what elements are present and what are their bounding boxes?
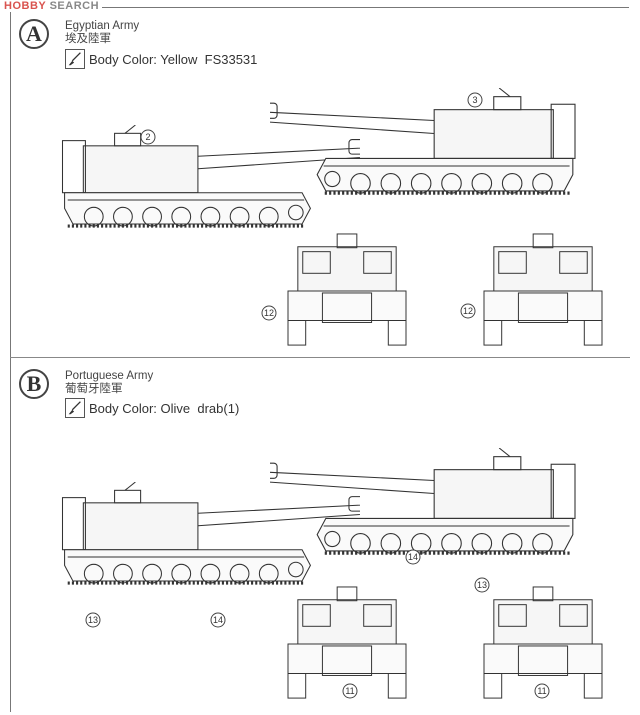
section-letter-badge: B	[19, 369, 49, 399]
svg-text:11: 11	[537, 686, 546, 696]
callout-3: 3	[467, 92, 483, 108]
callout-14-left: 14	[210, 612, 226, 628]
svg-text:12: 12	[264, 308, 274, 318]
paintbrush-icon	[65, 398, 85, 418]
svg-text:2: 2	[145, 132, 150, 142]
svg-text:14: 14	[213, 615, 223, 625]
army-name: Portuguese Army 葡萄牙陸軍	[65, 370, 153, 396]
body-color-row: Body Color: Olive drab(1)	[65, 398, 239, 418]
army-name-chinese: 葡萄牙陸軍	[65, 383, 123, 395]
svg-text:11: 11	[345, 686, 354, 696]
section-a: A Egyptian Army 埃及陸軍 Body Color: Yellow …	[0, 0, 640, 355]
svg-text:12: 12	[463, 306, 473, 316]
section-divider	[10, 357, 630, 358]
army-name-english: Egyptian Army	[65, 20, 140, 32]
logo-part1: HOBBY	[4, 0, 47, 12]
army-name-chinese: 埃及陸軍	[65, 33, 111, 45]
callout-12-rear: 12	[261, 305, 277, 321]
section-b: B Portuguese Army 葡萄牙陸軍 Body Color: Oliv…	[0, 360, 640, 715]
callout-11-rear: 11	[342, 683, 358, 699]
callout-13-right: 13	[474, 577, 490, 593]
callout-2: 2	[140, 129, 156, 145]
army-name-english: Portuguese Army	[65, 370, 154, 382]
body-color-label: Body Color: Olive drab(1)	[89, 400, 240, 416]
page-frame	[10, 7, 629, 712]
army-name: Egyptian Army 埃及陸軍	[65, 20, 139, 46]
callout-12-front: 12	[460, 303, 476, 319]
svg-text:13: 13	[88, 615, 98, 625]
callout-14-right: 14	[405, 549, 421, 565]
paintbrush-icon	[65, 49, 85, 69]
body-color-row: Body Color: Yellow FS33531	[65, 49, 257, 69]
hobby-search-logo: HOBBY SEARCH	[4, 0, 103, 12]
body-color-label: Body Color: Yellow FS33531	[89, 51, 258, 67]
svg-text:13: 13	[477, 580, 487, 590]
svg-text:14: 14	[408, 552, 418, 562]
logo-part2: SEARCH	[49, 0, 100, 12]
svg-text:3: 3	[472, 95, 477, 105]
section-letter-badge: A	[19, 19, 49, 49]
callout-11-front: 11	[534, 683, 550, 699]
callout-13-left: 13	[85, 612, 101, 628]
